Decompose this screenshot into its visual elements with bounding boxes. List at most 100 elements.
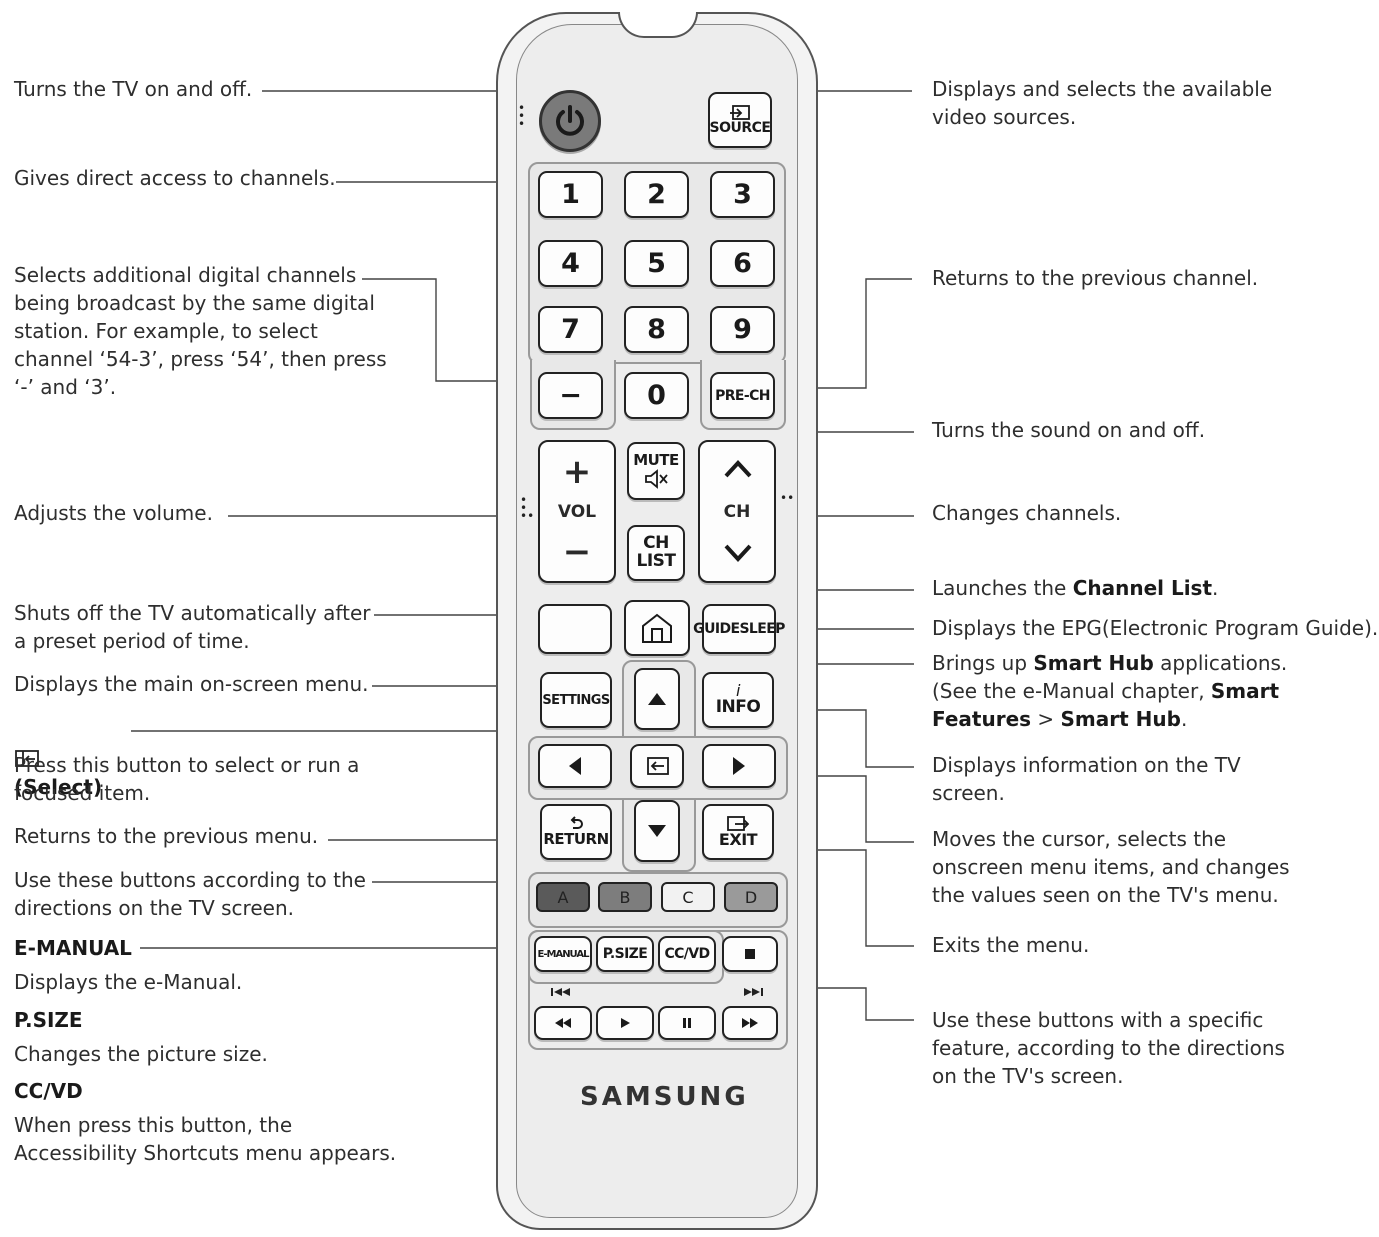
play-button[interactable] bbox=[596, 1006, 654, 1040]
ch-list-label-2: LIST bbox=[636, 551, 677, 571]
digit-8-button[interactable]: 8 bbox=[624, 306, 689, 353]
select-button[interactable] bbox=[630, 744, 684, 788]
dpad-left-button[interactable] bbox=[538, 744, 612, 788]
ch-list-annotation: Launches the Channel List. bbox=[932, 574, 1218, 602]
source-annotation: Displays and selects the available video… bbox=[932, 77, 1273, 129]
color-b-button[interactable]: B bbox=[598, 882, 652, 912]
fast-forward-button[interactable] bbox=[722, 1006, 778, 1040]
smart-hub-text-1: Brings up bbox=[932, 651, 1034, 675]
settings-button[interactable]: SETTINGS bbox=[540, 672, 612, 728]
power-icon bbox=[556, 105, 584, 136]
triangle-up-icon bbox=[648, 693, 666, 705]
channel-down-icon[interactable] bbox=[722, 542, 754, 564]
exit-label: EXIT bbox=[718, 829, 758, 849]
dash-annotation: Selects additional digital channels bein… bbox=[14, 263, 387, 399]
prech-button[interactable]: PRE-CH bbox=[710, 372, 775, 419]
smart-hub-annotation: Brings up Smart Hub applications. (See th… bbox=[932, 649, 1287, 733]
smart-hub-text-5: Smart bbox=[1210, 679, 1280, 703]
color-d-button[interactable]: D bbox=[724, 882, 778, 912]
sleep-button[interactable] bbox=[538, 604, 612, 654]
select-annotation: Press this button to select or run a foc… bbox=[14, 753, 360, 805]
sleep-annotation: Shuts off the TV automatically after a p… bbox=[14, 601, 371, 653]
pause-icon bbox=[683, 1018, 691, 1028]
dash-button[interactable]: − bbox=[538, 372, 603, 419]
digit-5-button[interactable]: 5 bbox=[624, 240, 689, 287]
dpad-down-button[interactable] bbox=[634, 800, 680, 862]
brand-logo: SAMSUNG bbox=[580, 1082, 749, 1112]
channel-label: CH bbox=[723, 502, 751, 522]
power-annotation: Turns the TV on and off. bbox=[14, 77, 253, 101]
volume-down-icon[interactable]: − bbox=[562, 532, 592, 572]
ch-list-text-bold: Channel List bbox=[1072, 576, 1213, 600]
digit-4-button[interactable]: 4 bbox=[538, 240, 603, 287]
volume-label: VOL bbox=[557, 502, 597, 522]
digit-2-button[interactable]: 2 bbox=[624, 171, 689, 218]
vol-tactile-dots: •••• bbox=[520, 493, 535, 523]
exit-annotation: Exits the menu. bbox=[932, 933, 1090, 957]
smart-hub-text-8: Smart Hub bbox=[1060, 707, 1181, 731]
smart-hub-text-2: Smart Hub bbox=[1033, 651, 1154, 675]
digit-7-button[interactable]: 7 bbox=[538, 306, 603, 353]
ch-list-label-1: CH bbox=[643, 533, 669, 554]
colors-annotation: Use these buttons according to the direc… bbox=[14, 868, 366, 920]
select-icon bbox=[15, 750, 39, 767]
select-icon bbox=[647, 757, 669, 775]
smart-hub-text-4: (See the e-Manual chapter, bbox=[932, 679, 1211, 703]
sleep-label: SLEEP bbox=[739, 621, 785, 637]
volume-up-icon[interactable]: + bbox=[562, 452, 592, 492]
mute-button[interactable]: MUTE bbox=[627, 442, 685, 500]
return-icon bbox=[570, 816, 583, 830]
prech-annotation: Returns to the previous channel. bbox=[932, 266, 1259, 290]
color-c-button[interactable]: C bbox=[661, 882, 715, 912]
digits-annotation: Gives direct access to channels. bbox=[14, 166, 336, 190]
select-title: (Select) bbox=[14, 775, 103, 799]
digit-0-button[interactable]: 0 bbox=[624, 372, 689, 419]
dpad-up-button[interactable] bbox=[634, 668, 680, 730]
power-tactile-dots: ••• bbox=[518, 101, 526, 131]
emanual-title: E-MANUAL bbox=[14, 936, 132, 960]
source-icon bbox=[730, 104, 750, 120]
mute-icon bbox=[645, 468, 668, 489]
channel-up-icon[interactable] bbox=[722, 458, 754, 480]
volume-rocker[interactable]: + VOL − bbox=[538, 440, 616, 583]
digit-1-button[interactable]: 1 bbox=[538, 171, 603, 218]
source-button[interactable]: SOURCE bbox=[708, 92, 772, 148]
digit-9-button[interactable]: 9 bbox=[710, 306, 775, 353]
ch-list-text-1: Launches the bbox=[932, 576, 1073, 600]
channel-rocker[interactable]: CH bbox=[698, 440, 776, 583]
play-icon bbox=[621, 1018, 630, 1028]
guide-label: GUIDE bbox=[693, 621, 740, 637]
return-annotation: Returns to the previous menu. bbox=[14, 824, 319, 848]
home-icon bbox=[642, 613, 672, 643]
digit-6-button[interactable]: 6 bbox=[710, 240, 775, 287]
digit-3-button[interactable]: 3 bbox=[710, 171, 775, 218]
return-button[interactable]: RETURN bbox=[540, 804, 612, 860]
smart-hub-text-9: . bbox=[1180, 707, 1188, 731]
info-label: INFO bbox=[715, 697, 761, 718]
info-icon: i bbox=[736, 680, 740, 700]
playback-annotation: Use these buttons with a specific featur… bbox=[932, 1008, 1285, 1088]
ccvd-title: CC/VD bbox=[14, 1079, 83, 1103]
smart-hub-text-3: applications. bbox=[1153, 651, 1288, 675]
exit-button[interactable]: EXIT bbox=[702, 804, 774, 860]
select-annotation-title: (Select) bbox=[14, 717, 102, 801]
exit-icon bbox=[727, 815, 749, 831]
psize-annotation: Changes the picture size. bbox=[14, 1042, 268, 1066]
e-manual-button[interactable]: E-MANUAL bbox=[534, 936, 592, 972]
power-button[interactable] bbox=[539, 90, 601, 152]
stop-button[interactable] bbox=[722, 936, 778, 972]
color-a-button[interactable]: A bbox=[536, 882, 590, 912]
smart-hub-button[interactable] bbox=[624, 600, 690, 656]
p-size-button[interactable]: P.SIZE bbox=[596, 936, 654, 972]
ch-list-button[interactable]: CH LIST bbox=[627, 525, 685, 581]
skip-forward-icon bbox=[744, 988, 763, 996]
pause-button[interactable] bbox=[658, 1006, 716, 1040]
rewind-button[interactable] bbox=[534, 1006, 592, 1040]
rewind-icon bbox=[555, 1018, 571, 1028]
info-button[interactable]: i INFO bbox=[702, 672, 774, 728]
playback-group bbox=[528, 930, 788, 1050]
dpad-right-button[interactable] bbox=[702, 744, 776, 788]
cc-vd-button[interactable]: CC/VD bbox=[658, 936, 716, 972]
